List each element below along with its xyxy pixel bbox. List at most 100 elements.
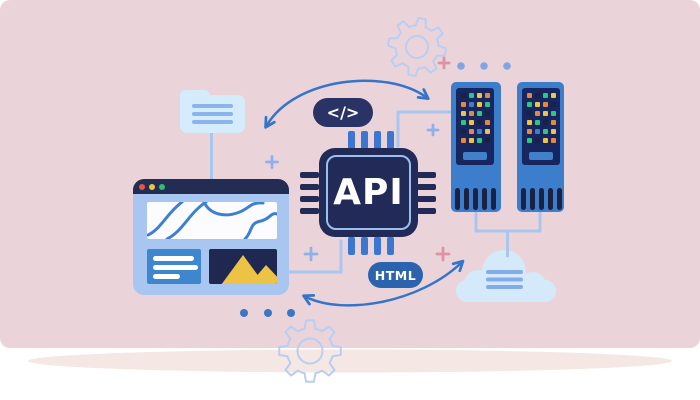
server-indicator-light xyxy=(527,102,532,107)
html-label: HTML xyxy=(374,267,417,283)
dot-row-top xyxy=(457,62,511,70)
server-indicator-light xyxy=(477,102,482,107)
code-badge-icon: </> xyxy=(313,98,373,127)
server-indicator-light xyxy=(461,102,466,107)
server-vent xyxy=(521,188,526,210)
server-indicator-light xyxy=(485,102,490,107)
server-slot xyxy=(463,152,487,160)
browser-icon xyxy=(133,179,289,295)
text-line xyxy=(153,265,198,270)
server-indicator-light xyxy=(477,111,482,116)
chip-pins xyxy=(300,131,436,255)
server-indicator-light xyxy=(461,111,466,116)
server-indicator-light xyxy=(543,102,548,107)
server-indicator-light xyxy=(469,138,474,143)
browser-titlebar xyxy=(133,179,289,194)
chip-icon: API xyxy=(319,148,418,237)
server-vent xyxy=(548,188,553,210)
traffic-light-dot xyxy=(159,183,165,190)
server-icon xyxy=(517,82,564,212)
server-indicator-light xyxy=(461,129,466,134)
code-symbol: </> xyxy=(326,103,360,122)
server-indicator-light xyxy=(543,129,548,134)
server-indicator-light xyxy=(485,93,490,98)
server-slot xyxy=(529,152,553,160)
server-indicator-light xyxy=(543,111,548,116)
server-indicator-light xyxy=(543,93,548,98)
server-indicator-light xyxy=(535,138,540,143)
server-indicator-light xyxy=(535,111,540,116)
folder-doc-line xyxy=(192,104,233,108)
browser-image-card xyxy=(209,249,277,284)
traffic-light-dot xyxy=(139,183,145,190)
server-indicator-light xyxy=(527,93,532,98)
server-indicator-light xyxy=(477,93,482,98)
server-indicator-light xyxy=(551,120,556,125)
arrow-icon xyxy=(264,79,430,129)
map-waves xyxy=(147,202,277,239)
mountain-icon xyxy=(221,255,277,284)
server-indicator-light xyxy=(461,93,466,98)
text-line xyxy=(153,256,194,261)
server-lights-grid xyxy=(527,93,556,143)
server-indicator-light xyxy=(469,129,474,134)
ground-shadow xyxy=(28,349,672,373)
browser-text-card xyxy=(147,249,201,284)
folder-icon xyxy=(180,90,245,133)
server-indicator-light xyxy=(461,120,466,125)
server-indicator-light xyxy=(551,138,556,143)
server-indicator-light xyxy=(527,138,532,143)
gear-icon xyxy=(387,17,447,77)
server-indicator-light xyxy=(527,111,532,116)
server-indicator-light xyxy=(535,93,540,98)
traffic-light-dot xyxy=(149,183,155,190)
server-panel xyxy=(522,88,560,165)
folder-doc-line xyxy=(192,112,233,116)
server-indicator-light xyxy=(551,93,556,98)
server-indicator-light xyxy=(527,129,532,134)
browser-map-panel xyxy=(147,202,277,239)
dot-row-bottom xyxy=(240,309,295,317)
server-indicator-light xyxy=(477,129,482,134)
cloud-icon xyxy=(456,250,556,302)
server-indicator-light xyxy=(535,129,540,134)
server-indicator-light xyxy=(461,138,466,143)
server-vent xyxy=(539,188,544,210)
server-indicator-light xyxy=(535,102,540,107)
server-indicator-light xyxy=(469,102,474,107)
arrow-icon xyxy=(302,259,465,307)
server-indicator-light xyxy=(543,138,548,143)
server-indicator-light xyxy=(551,102,556,107)
server-indicator-light xyxy=(535,120,540,125)
server-vent xyxy=(482,188,487,210)
server-indicator-light xyxy=(543,120,548,125)
server-indicator-light xyxy=(485,129,490,134)
server-indicator-light xyxy=(477,120,482,125)
html-badge-icon: HTML xyxy=(368,262,423,288)
server-indicator-light xyxy=(469,111,474,116)
chip-inner-border xyxy=(326,155,411,230)
server-indicator-light xyxy=(469,120,474,125)
folder-doc-line xyxy=(192,120,233,124)
server-lights-grid xyxy=(461,93,490,143)
server-indicator-light xyxy=(485,138,490,143)
server-indicator-light xyxy=(551,111,556,116)
server-vent xyxy=(464,188,469,210)
gear-icon xyxy=(278,319,342,383)
server-vent xyxy=(530,188,535,210)
plus-icon xyxy=(265,56,451,262)
server-indicator-light xyxy=(485,111,490,116)
text-line xyxy=(153,274,180,279)
server-indicator-light xyxy=(485,120,490,125)
server-vent xyxy=(557,188,562,210)
server-indicator-light xyxy=(477,138,482,143)
server-indicator-light xyxy=(527,120,532,125)
server-vent xyxy=(491,188,496,210)
server-icon xyxy=(451,82,501,212)
server-indicator-light xyxy=(469,93,474,98)
server-vent xyxy=(473,188,478,210)
server-indicator-light xyxy=(551,129,556,134)
chip-label: API xyxy=(333,172,404,213)
